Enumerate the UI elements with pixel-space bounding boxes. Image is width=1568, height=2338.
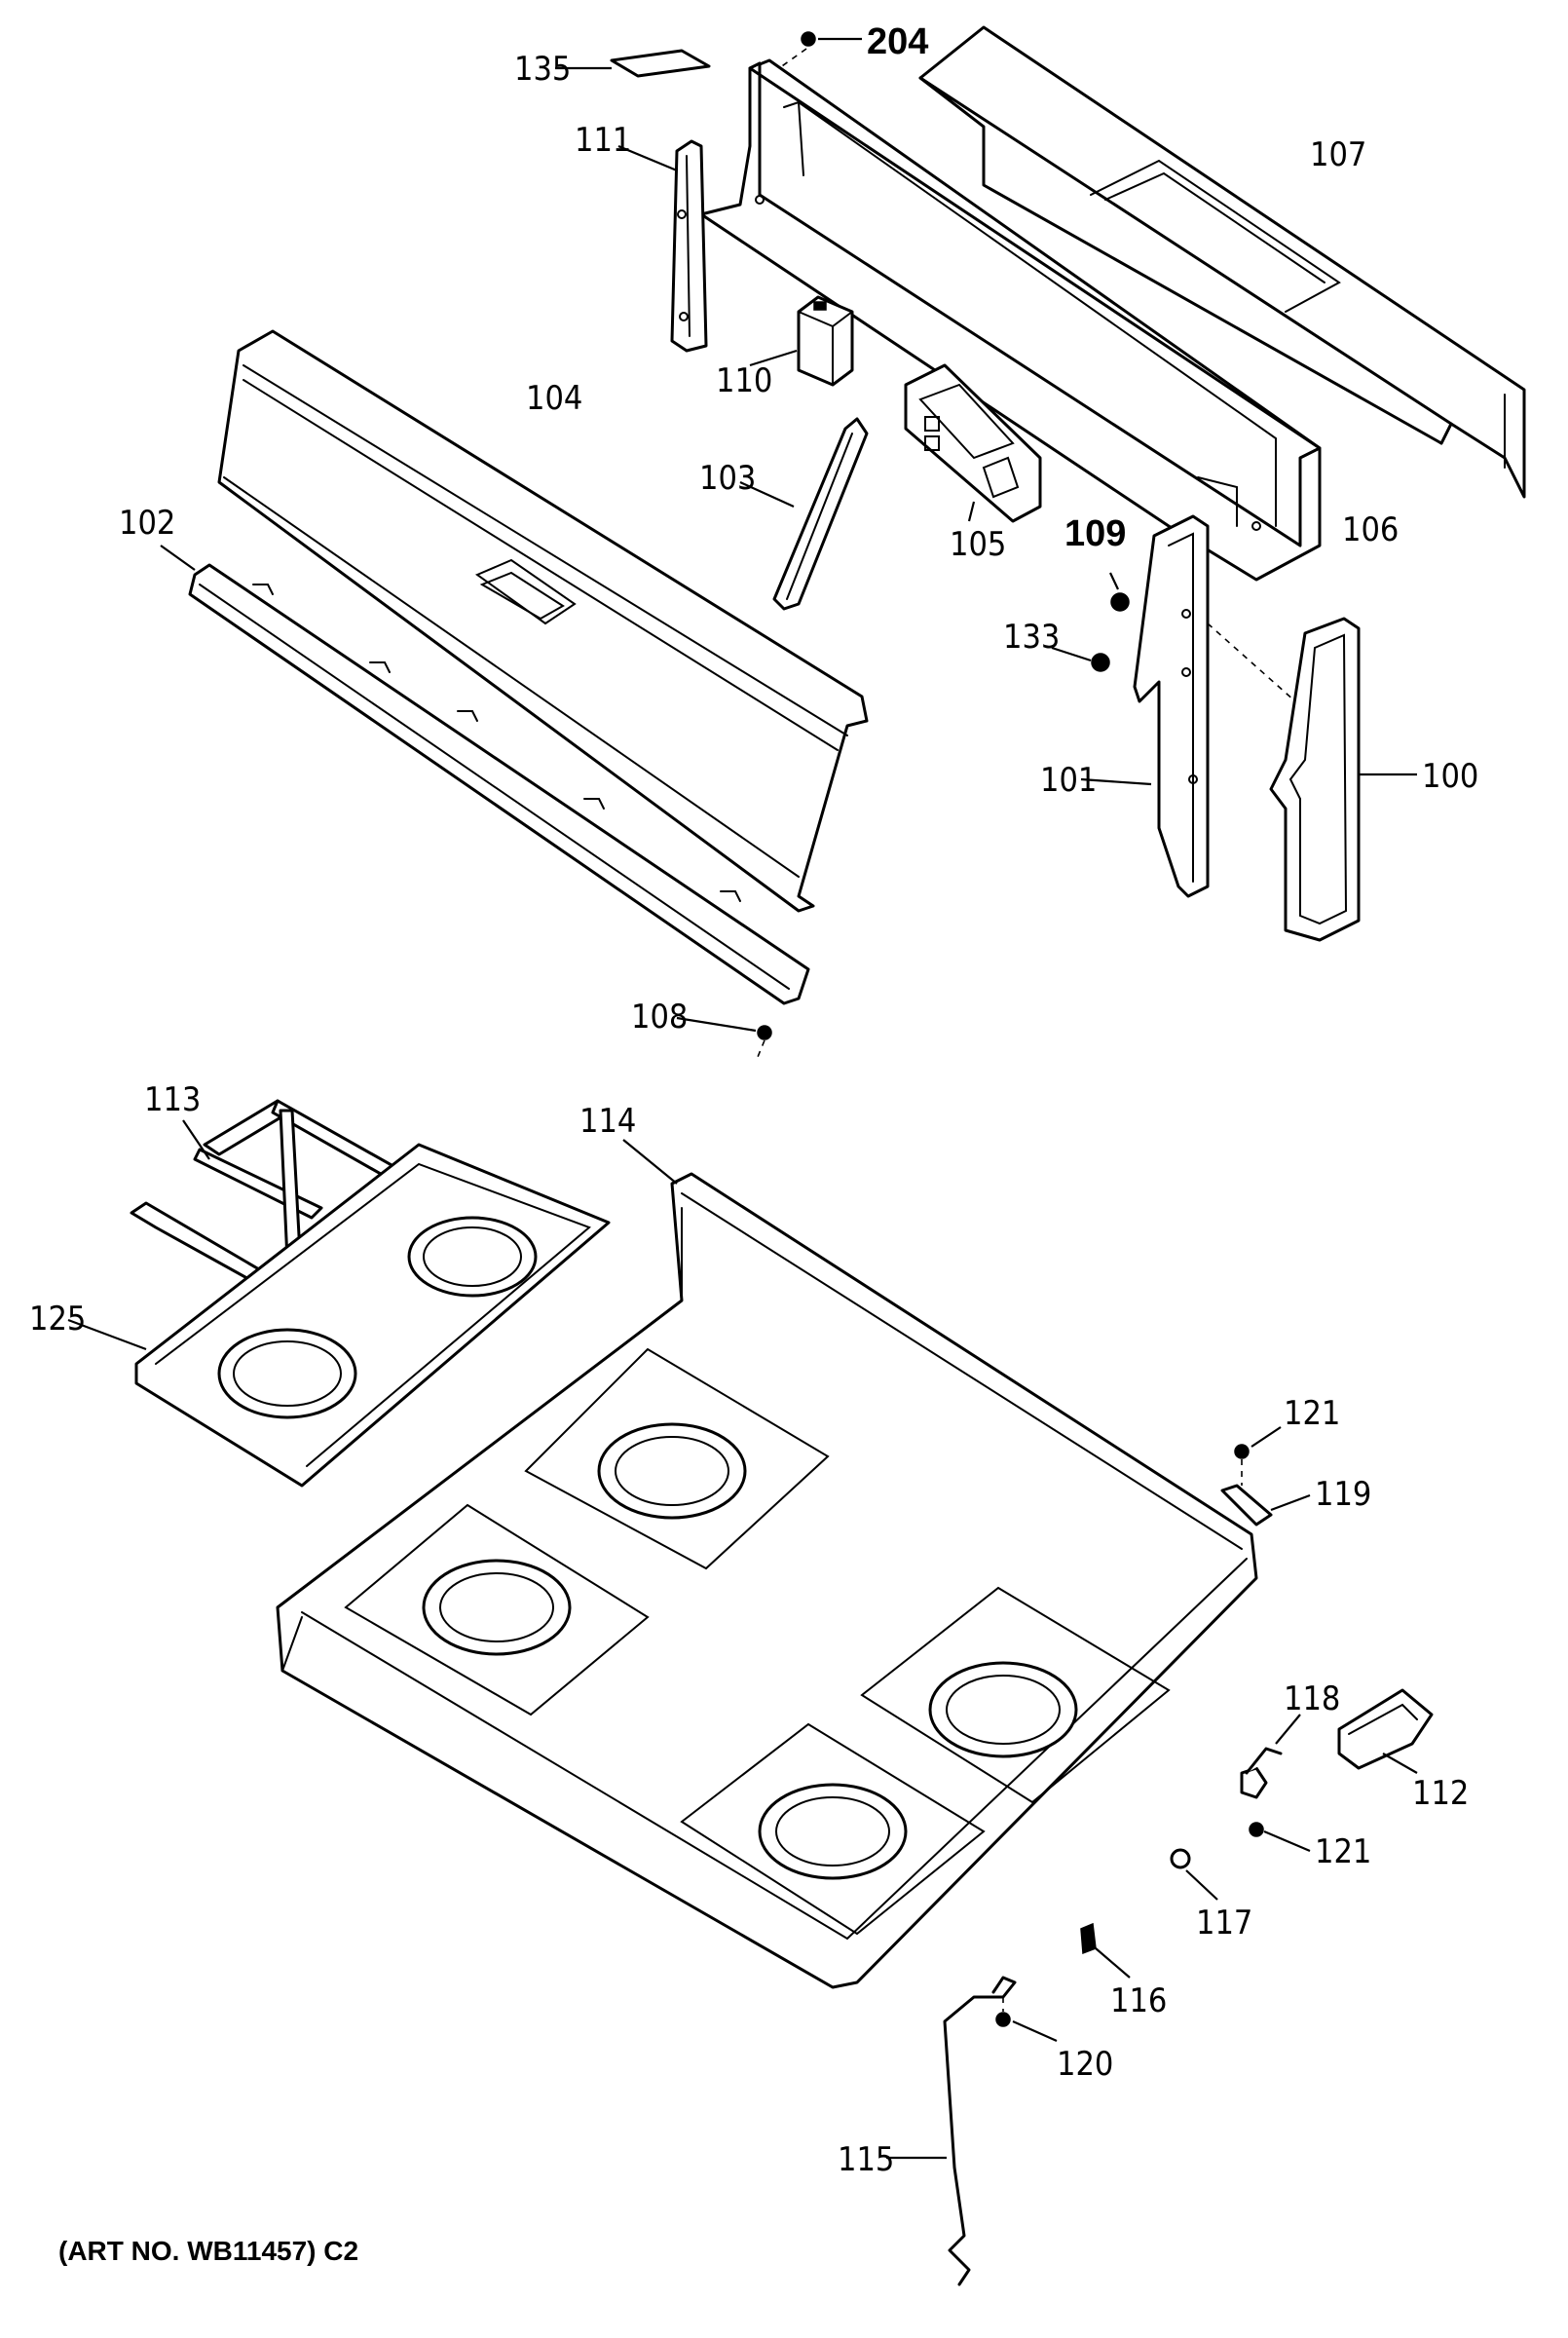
part-labels: 135 204 111 107 110 104 103 102 106 105 … xyxy=(29,21,1478,2179)
part-101-end-bracket xyxy=(1080,514,1296,898)
part-110-box xyxy=(749,295,854,387)
label-113: 113 xyxy=(144,1080,201,1119)
part-119-hinge xyxy=(1220,1484,1311,1527)
part-111-side-bracket xyxy=(617,139,708,353)
label-119: 119 xyxy=(1315,1475,1371,1514)
label-117: 117 xyxy=(1196,1904,1252,1942)
label-106: 106 xyxy=(1342,510,1399,549)
part-107-top-cap xyxy=(918,25,1526,499)
part-112-bracket xyxy=(1337,1688,1434,1774)
label-109: 109 xyxy=(1064,513,1126,554)
label-121-upper: 121 xyxy=(1284,1394,1340,1433)
label-111: 111 xyxy=(575,121,631,160)
label-133: 133 xyxy=(1003,618,1060,657)
part-104-front-panel xyxy=(217,329,869,913)
label-103: 103 xyxy=(699,459,756,498)
part-115-support-rod xyxy=(886,1976,1017,2286)
part-100-end-cap xyxy=(1269,617,1417,942)
label-125: 125 xyxy=(29,1300,86,1339)
label-104: 104 xyxy=(526,379,582,418)
label-112: 112 xyxy=(1412,1774,1469,1813)
label-110: 110 xyxy=(716,361,772,400)
part-118-hinge-bracket xyxy=(1240,1714,1301,1799)
label-121-lower: 121 xyxy=(1315,1832,1371,1871)
label-114: 114 xyxy=(579,1102,636,1141)
part-114-cooktop xyxy=(276,1139,1258,1989)
label-108: 108 xyxy=(631,998,688,1037)
label-135: 135 xyxy=(514,50,571,89)
part-204-screw xyxy=(778,31,862,69)
part-103-brace xyxy=(739,417,869,611)
part-105-clock-control xyxy=(904,363,1042,523)
part-121-screw-upper xyxy=(1234,1426,1282,1486)
label-118: 118 xyxy=(1284,1679,1340,1718)
part-108-screw xyxy=(676,1016,772,1058)
label-101: 101 xyxy=(1040,761,1097,800)
part-133-nut xyxy=(1051,646,1110,672)
part-109-nut xyxy=(1109,572,1130,612)
part-121-screw-lower xyxy=(1249,1822,1311,1853)
art-number: (ART NO. WB11457) C2 xyxy=(58,2236,359,2266)
label-204: 204 xyxy=(867,21,928,62)
label-105: 105 xyxy=(950,525,1006,564)
label-102: 102 xyxy=(119,504,175,543)
part-135-bracket xyxy=(555,49,711,78)
label-116: 116 xyxy=(1110,1981,1167,2020)
label-100: 100 xyxy=(1422,757,1478,796)
part-120-screw xyxy=(995,1997,1058,2043)
part-117-grommet xyxy=(1170,1848,1218,1901)
part-125-burner-plate xyxy=(67,1143,611,1488)
label-115: 115 xyxy=(838,2140,894,2179)
part-116-clip xyxy=(1080,1922,1131,1979)
part-106-backguard xyxy=(699,58,1322,582)
label-107: 107 xyxy=(1310,135,1366,174)
label-120: 120 xyxy=(1057,2045,1113,2084)
part-102-trim-strip xyxy=(160,545,810,1005)
